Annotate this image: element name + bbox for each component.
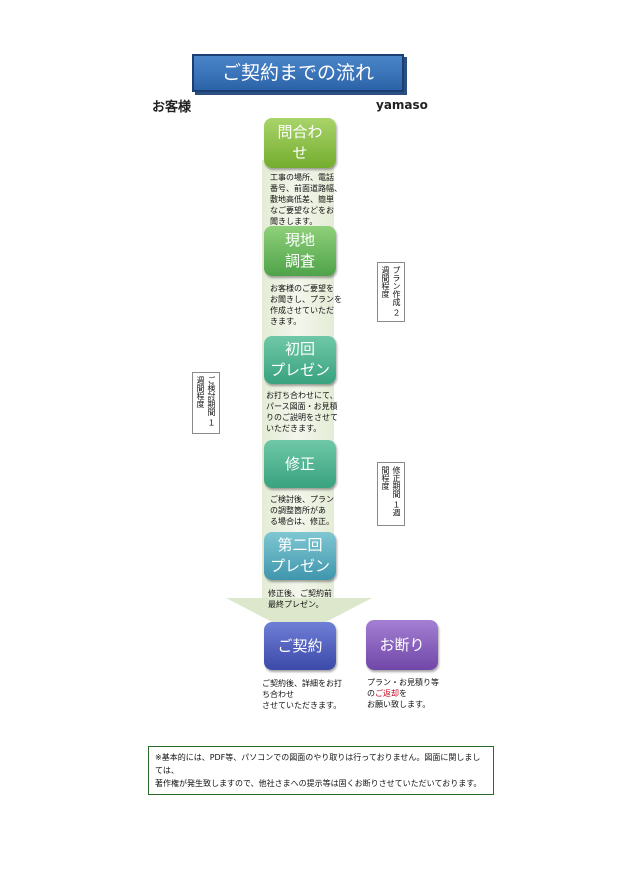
step-site-survey-desc: お客様のご要望を お聞きし、プランを 作成させていただ きます。 xyxy=(270,284,342,326)
step-revision: 修正 xyxy=(264,440,336,488)
step-revision-desc: ご検討後、プラン の調整箇所があ る場合は、修正。 xyxy=(270,495,334,526)
decline-desc-highlight: ご返却 xyxy=(375,689,399,698)
step-second-presentation: 第二回 プレゼン xyxy=(264,532,336,580)
step-first-presentation: 初回 プレゼン xyxy=(264,336,336,384)
period-revision: 修正期間 １週間程度 xyxy=(377,462,405,526)
decline-desc-text-end: を お願い致します。 xyxy=(367,689,431,709)
period-plan-creation: プラン作成 ２週間程度 xyxy=(377,262,405,322)
step-contract-desc: ご契約後、詳細をお打 ち合わせ させていただきます。 xyxy=(262,679,342,710)
page-title: ご契約までの流れ xyxy=(192,54,404,92)
decline-desc-text: プラン・お見積り等 の xyxy=(367,678,439,698)
step-decline-desc: プラン・お見積り等 のご返却を お願い致します。 xyxy=(367,677,457,710)
step-second-presentation-desc: 修正後、ご契約前 最終プレゼン。 xyxy=(268,589,332,609)
step-decline: お断り xyxy=(366,620,438,670)
period-review: ご検討期間 １週間程度 xyxy=(192,372,220,434)
step-inquiry-desc: 工事の場所、電話 番号、前面道路幅、 敷地高低差、簡単 なご要望などをお 聞きし… xyxy=(270,173,342,226)
step-first-presentation-desc: お打ち合わせにて、 パース図面・お見積 りのご説明をさせて いただきます。 xyxy=(266,391,338,433)
step-inquiry: 問合わ せ xyxy=(264,118,336,168)
footnote: ※基本的には、PDF等、パソコンでの図面のやり取りは行っておりません。図面に関し… xyxy=(148,746,494,795)
step-contract: ご契約 xyxy=(264,622,336,670)
lane-label-customer: お客様 xyxy=(152,100,192,115)
lane-label-company: yamaso xyxy=(376,98,428,112)
step-site-survey: 現地 調査 xyxy=(264,226,336,276)
